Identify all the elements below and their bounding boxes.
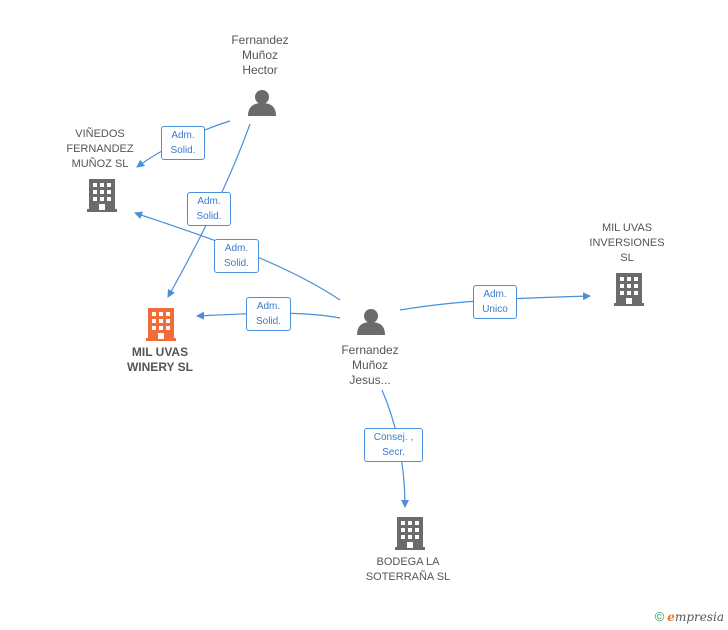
company-label-vinedos[interactable]: VIÑEDOS FERNANDEZ MUÑOZ SL <box>50 127 150 172</box>
company-name-line: SL <box>620 252 634 264</box>
edge-label-hector-vinedos[interactable]: Adm. Solid. <box>161 126 205 160</box>
building-icon[interactable] <box>614 273 644 306</box>
person-label-jesus[interactable]: Fernandez Muñoz Jesus... <box>320 343 420 388</box>
edge-label-line: Consej. , <box>373 432 414 443</box>
edge-label-line: Adm. <box>483 289 507 300</box>
company-label-miluvas-inversiones[interactable]: MIL UVAS INVERSIONES SL <box>577 221 677 266</box>
edge-label-line: Secr. <box>382 447 405 458</box>
edge-label-line: Solid. <box>170 145 196 156</box>
person-icon[interactable] <box>357 309 385 335</box>
edge-label-line: Adm. <box>171 130 195 141</box>
company-label-miluvas-winery[interactable]: MIL UVAS WINERY SL <box>110 345 210 375</box>
edge-label-line: Adm. <box>256 301 281 312</box>
company-name-line: MUÑOZ SL <box>71 158 129 170</box>
edge-label-line: Unico <box>482 304 508 315</box>
company-name-line: WINERY SL <box>126 360 193 374</box>
edge-label-line: Adm. <box>197 196 221 207</box>
edge-label-hector-miluvas[interactable]: Adm. Solid. <box>187 192 231 226</box>
brand-logo-rest: mpresia <box>674 610 724 624</box>
building-icon[interactable] <box>87 179 117 212</box>
edge-label-jesus-vinedos[interactable]: Adm. Solid. <box>214 239 259 273</box>
copyright-brand: ©empresia <box>655 609 724 624</box>
edge-label-jesus-miluvas[interactable]: Adm. Solid. <box>246 297 291 331</box>
company-name-line: FERNANDEZ <box>66 143 134 155</box>
building-icon[interactable] <box>395 517 425 550</box>
person-icon[interactable] <box>248 90 276 116</box>
copyright-symbol: © <box>654 609 665 624</box>
company-name-line: BODEGA LA <box>376 556 440 568</box>
person-name-line: Jesus... <box>349 373 391 387</box>
company-name-line: SOTERRAÑA SL <box>365 571 451 583</box>
edge-label-jesus-bodega[interactable]: Consej. , Secr. <box>364 428 423 462</box>
edge-label-line: Solid. <box>196 211 222 222</box>
company-name-line: VIÑEDOS <box>75 128 125 140</box>
company-name-line: INVERSIONES <box>589 237 665 249</box>
company-name-line: MIL UVAS <box>601 222 653 234</box>
edge-label-line: Adm. <box>224 243 249 254</box>
person-name-line: Muñoz <box>351 358 389 372</box>
company-label-bodega[interactable]: BODEGA LA SOTERRAÑA SL <box>350 555 466 585</box>
edge-label-jesus-inversiones[interactable]: Adm. Unico <box>473 285 517 319</box>
brand-logo-initial: e <box>667 610 675 624</box>
company-name-line: MIL UVAS <box>131 345 189 359</box>
person-name-line: Fernandez <box>231 33 289 47</box>
person-name-line: Muñoz <box>241 48 279 62</box>
building-icon-highlighted[interactable] <box>146 308 176 341</box>
person-label-hector[interactable]: Fernandez Muñoz Hector <box>210 33 310 78</box>
person-name-line: Hector <box>242 63 278 77</box>
edge-label-line: Solid. <box>255 316 281 327</box>
person-name-line: Fernandez <box>341 343 399 357</box>
edge-label-line: Solid. <box>223 258 249 269</box>
brand-logo: empresia <box>667 610 724 624</box>
